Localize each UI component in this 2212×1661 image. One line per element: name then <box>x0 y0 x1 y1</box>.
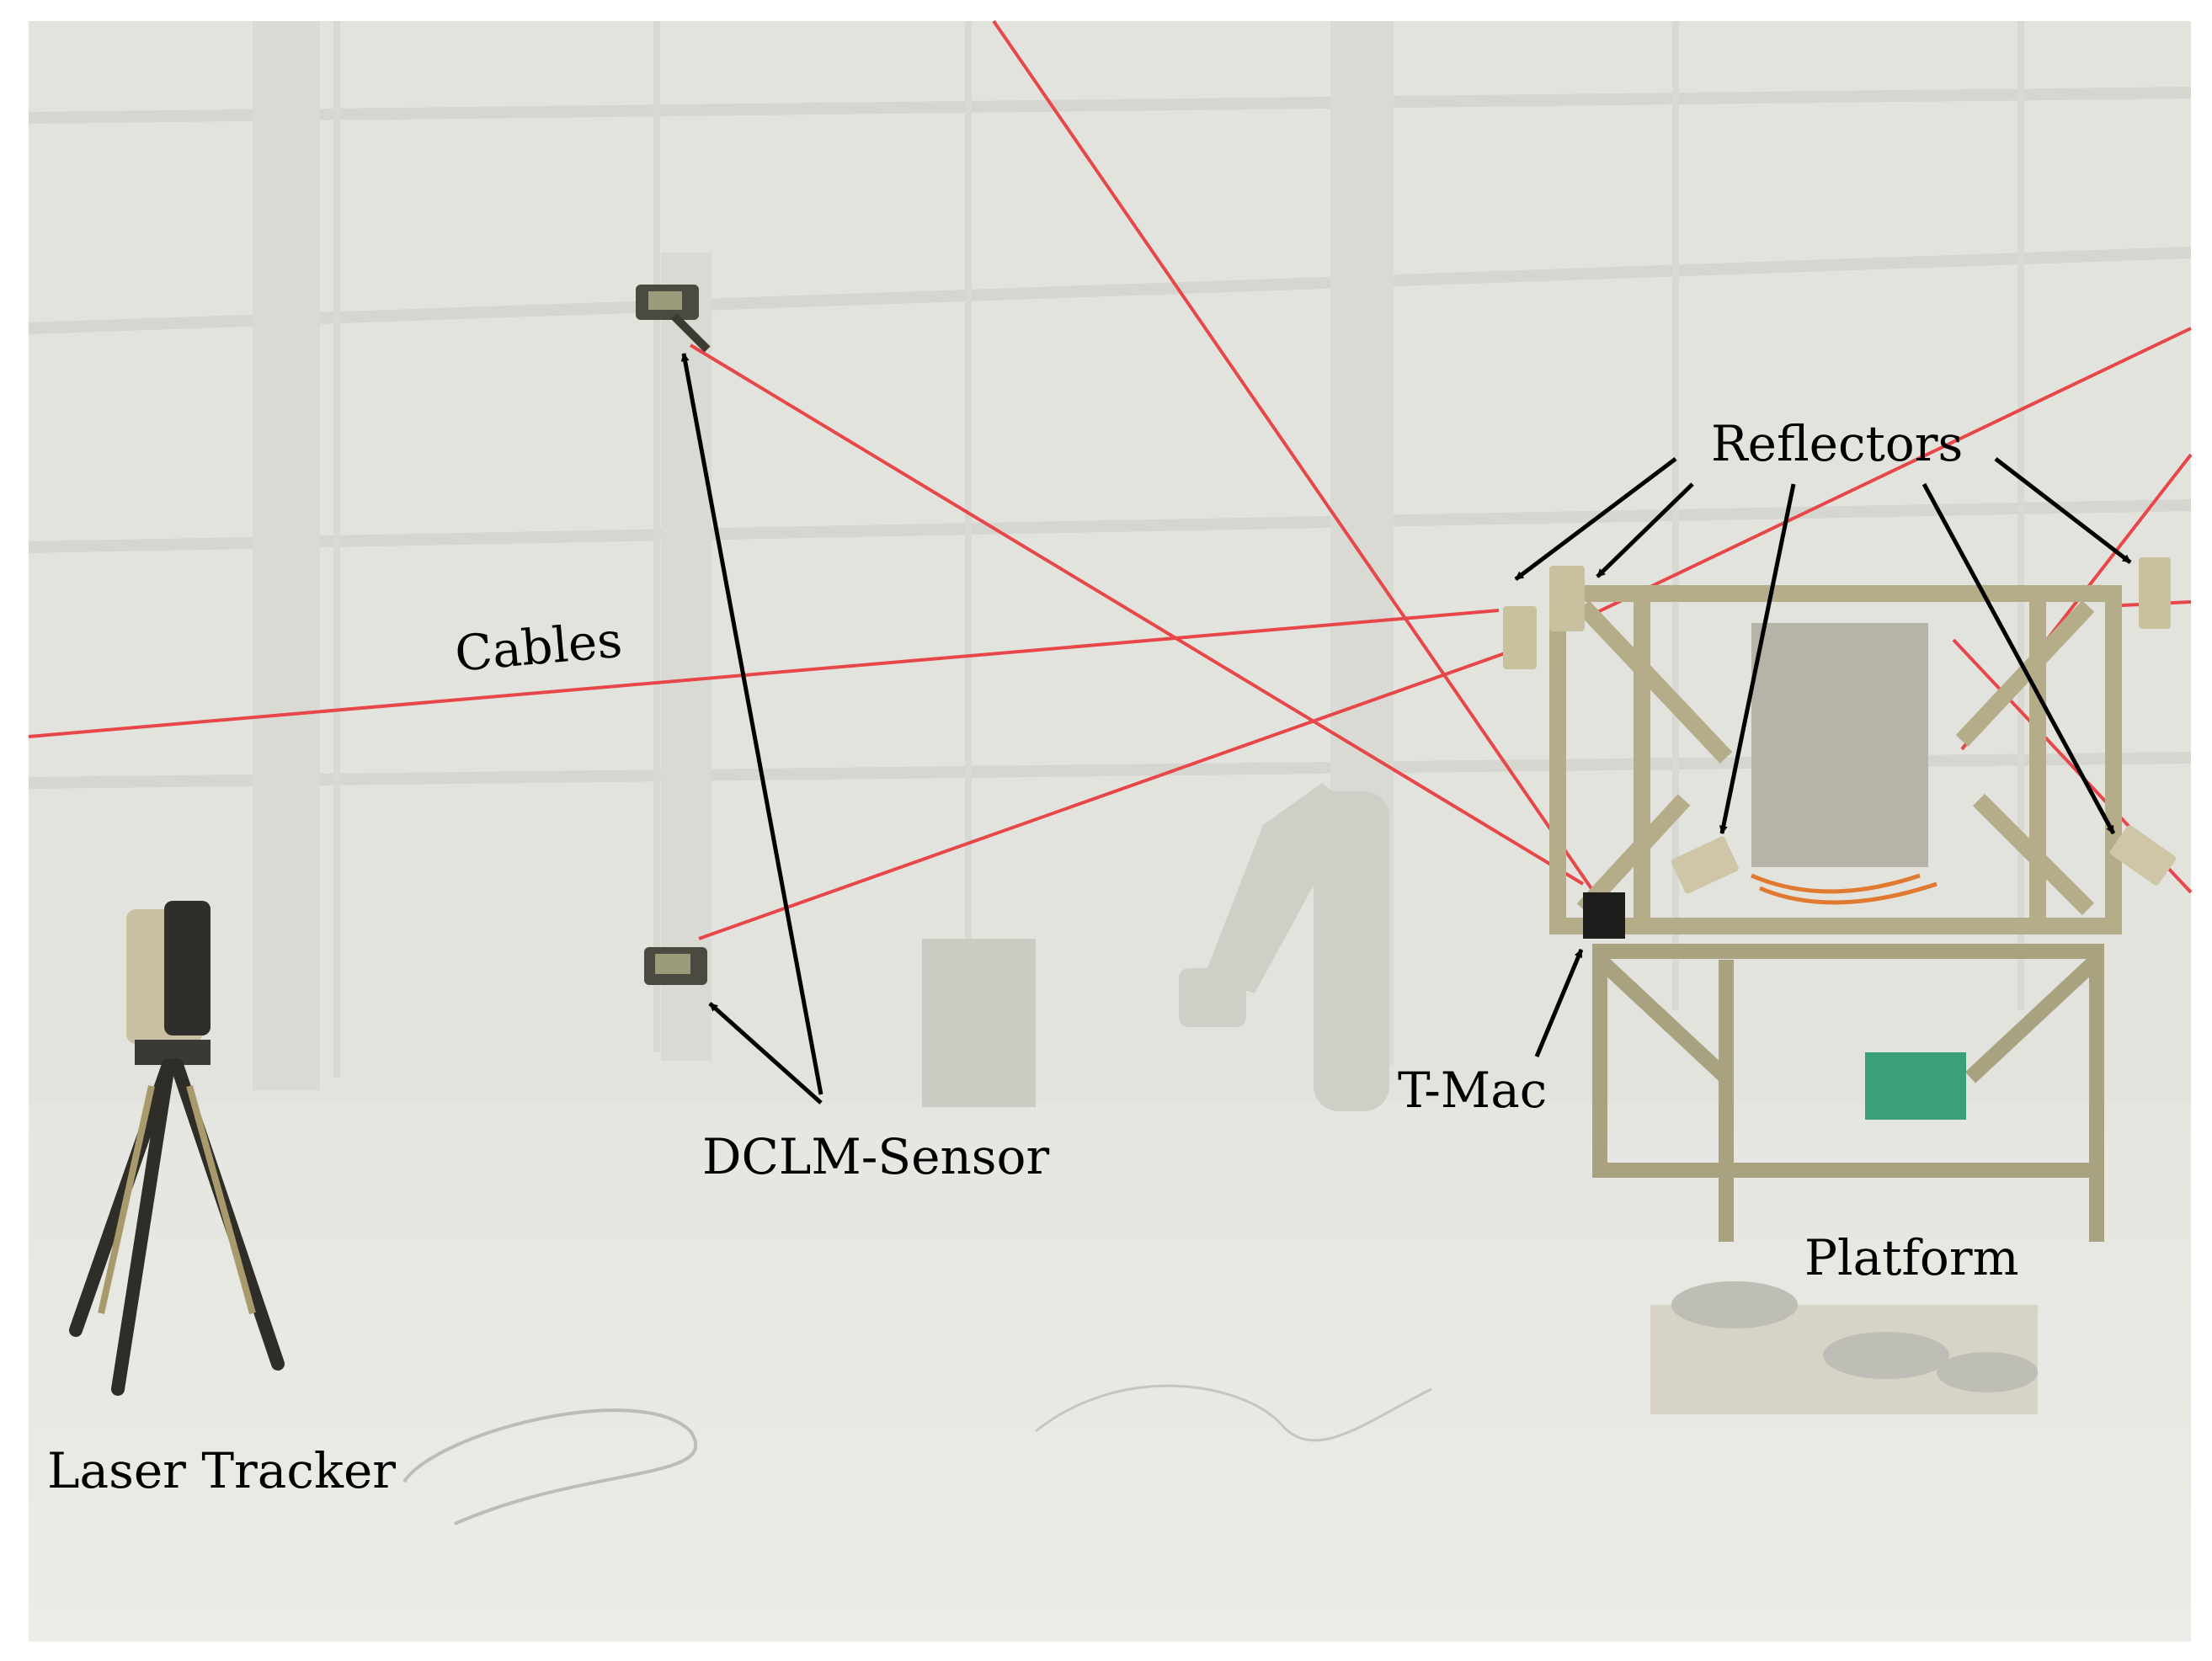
dclm-sensor-top <box>636 285 711 353</box>
reflector-4 <box>1671 836 1739 894</box>
dclm-sensor-label: DCLM-Sensor <box>702 1128 1050 1185</box>
reflector-3 <box>2139 557 2171 629</box>
arrow-t-mac <box>1534 949 1584 1057</box>
cables-label: Cables <box>452 610 625 683</box>
arrow-reflector-1 <box>1514 457 1677 581</box>
t-mac-label: T-Mac <box>1398 1062 1548 1119</box>
robot-arm <box>1179 783 1389 1111</box>
arrow-reflector-4 <box>1719 483 1796 834</box>
arrow-reflector-2 <box>1596 482 1694 578</box>
reflectors-label: Reflectors <box>1711 415 1964 472</box>
platform-label: Platform <box>1804 1229 2019 1286</box>
arrow-dclm-top <box>680 353 824 1095</box>
platform-frame <box>1503 557 2177 1242</box>
t-mac-device <box>1583 892 1625 939</box>
arrow-reflector-5 <box>1922 482 2116 835</box>
arrow-reflector-3 <box>1994 457 2132 564</box>
reflector-5 <box>2109 825 2177 886</box>
cable-bundle <box>1751 873 1937 905</box>
arrow-dclm-bottom <box>708 1002 823 1105</box>
laser-tracker-label: Laser Tracker <box>47 1442 397 1499</box>
dclm-sensor-bottom <box>644 947 707 985</box>
reflector-1 <box>1503 606 1537 669</box>
reflector-2 <box>1549 566 1585 631</box>
laser-tracker <box>69 901 285 1396</box>
annotation-arrows <box>680 353 2132 1105</box>
